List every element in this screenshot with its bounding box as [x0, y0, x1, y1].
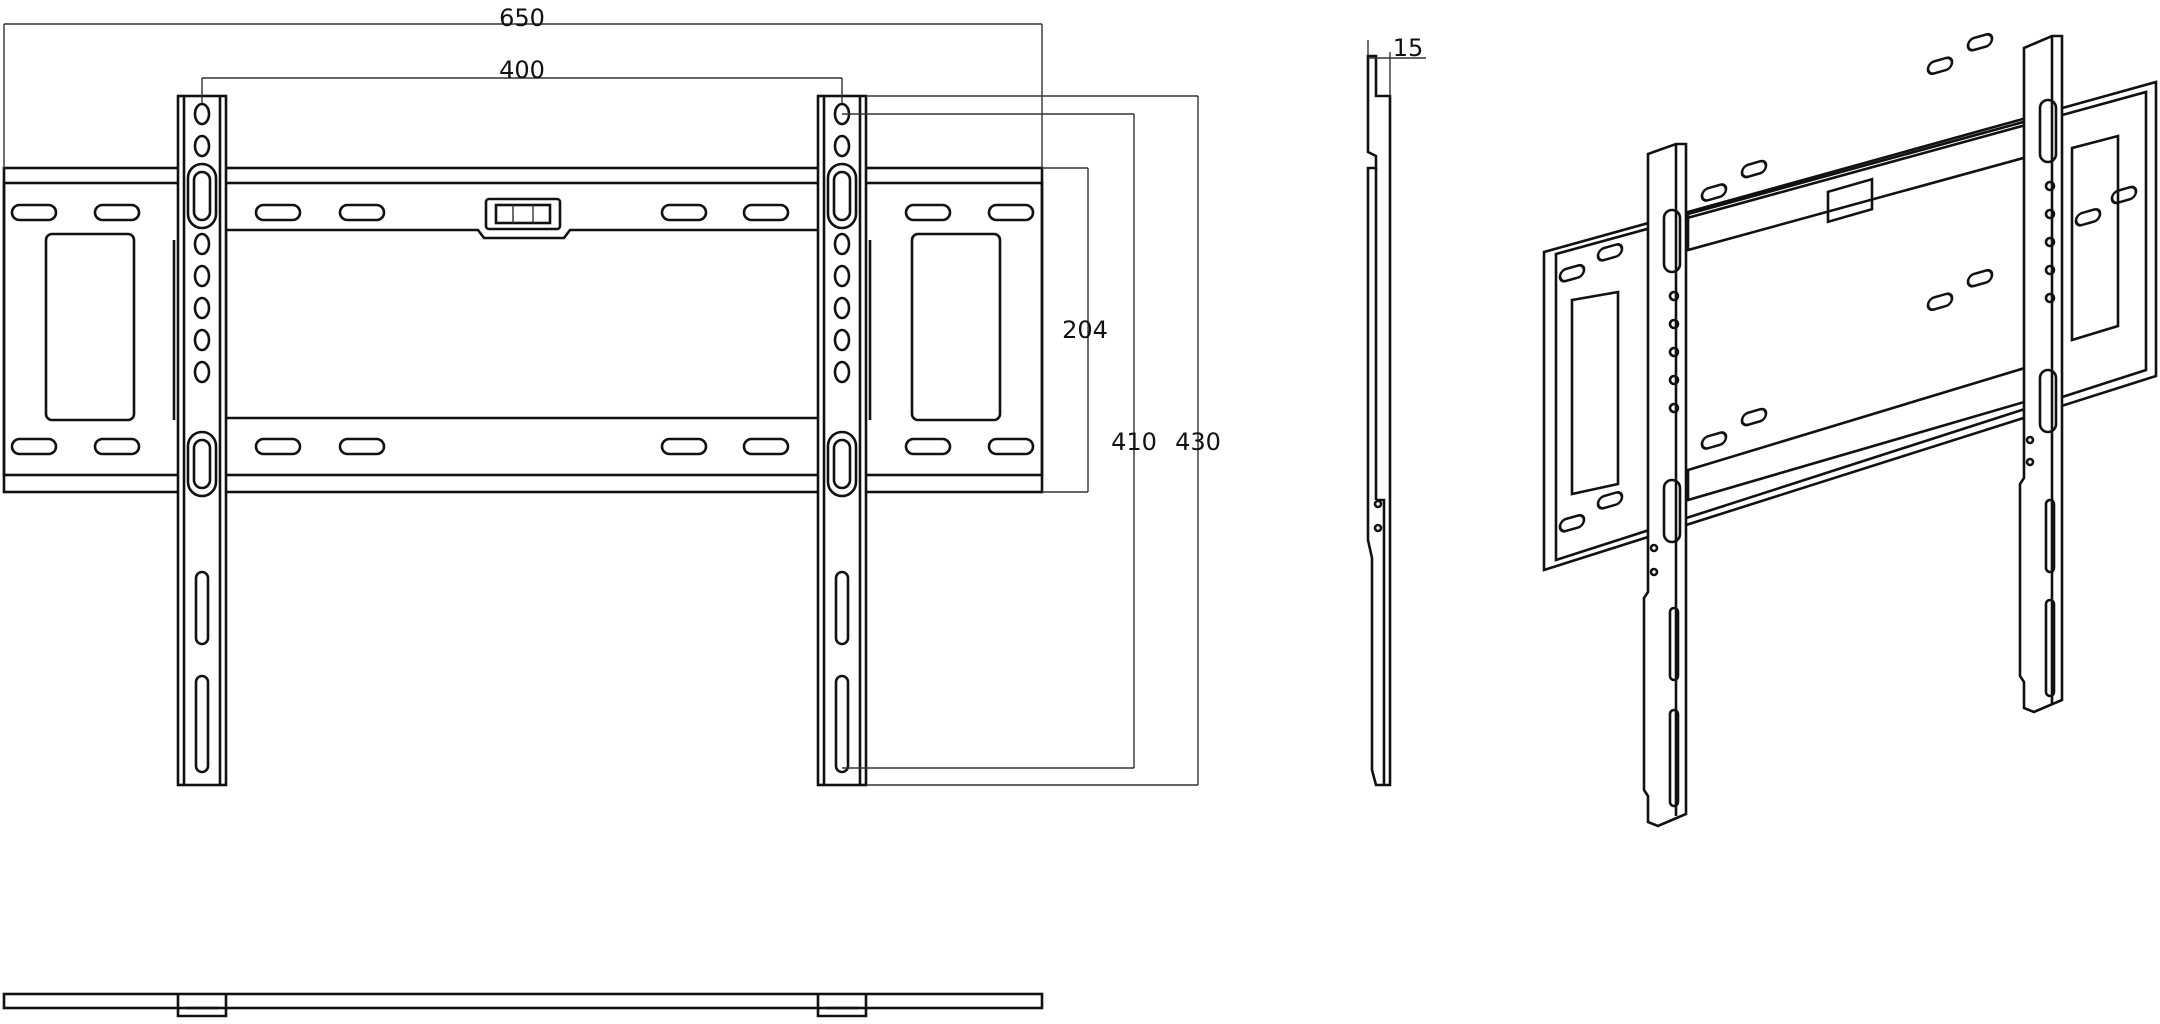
front-view: 650 400 204 410 430: [2, 4, 1221, 787]
dim-hole-spacing: 400: [499, 56, 545, 84]
dim-hole-span: 410: [1111, 428, 1157, 456]
iso-left-bracket: [1642, 142, 1688, 828]
front-rail-slots: [10, 203, 1035, 456]
dim-overall-height: 430: [1175, 428, 1221, 456]
side-view: 15: [1366, 34, 1426, 787]
isometric-view: [1542, 32, 2158, 828]
left-cutout: [44, 232, 136, 422]
front-rail: [2, 166, 1044, 494]
bottom-view: [2, 992, 1044, 1018]
iso-slots: [1558, 32, 2138, 533]
left-vertical-bracket: [176, 94, 228, 787]
right-vertical-bracket: [816, 94, 868, 787]
dim-overall-width: 650: [499, 4, 545, 32]
dimension-lines: [3, 23, 1199, 786]
right-cutout: [910, 232, 1002, 422]
iso-bubble-level: [1826, 177, 1874, 224]
dim-depth: 15: [1393, 34, 1424, 62]
dim-rail-height: 204: [1062, 316, 1108, 344]
iso-right-bracket: [2018, 34, 2064, 714]
bubble-level: [484, 197, 562, 231]
